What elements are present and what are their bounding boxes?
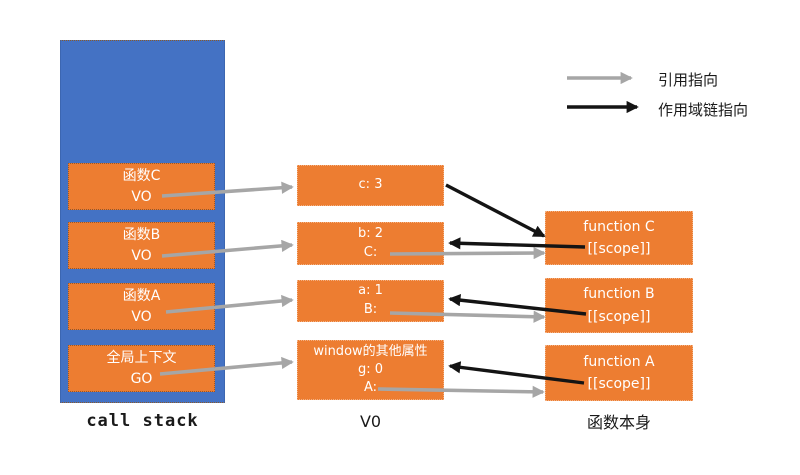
vo-box-a: a: 1 B: [297, 280, 444, 322]
function-name: function A [583, 353, 655, 370]
stack-frame-global-context: 全局上下文 GO [68, 345, 215, 392]
vo-line: A: [363, 380, 378, 396]
function-box-b: function B [[scope]] [545, 278, 693, 333]
legend-reference-label: 引用指向 [658, 71, 719, 89]
call-stack-label: call stack [86, 411, 199, 431]
call-stack-container [60, 40, 225, 403]
function-box-c: function C [[scope]] [545, 211, 693, 265]
function-name: function B [583, 286, 655, 303]
vo-box-c: c: 3 [297, 165, 444, 206]
stack-frame-function-a: 函数A VO [68, 283, 215, 330]
frame-title: 函数A [122, 288, 161, 305]
function-name: function C [583, 218, 655, 235]
vo-line: c: 3 [358, 177, 383, 193]
vo-column-label: V0 [359, 412, 382, 431]
function-scope: [[scope]] [587, 241, 651, 257]
frame-subtitle: VO [131, 247, 152, 264]
functions-column-label: 函数本身 [586, 413, 651, 432]
scope-arrow-vo-c-to-function-c [445, 183, 546, 238]
function-box-a: function A [[scope]] [545, 345, 693, 401]
stack-frame-function-c: 函数C VO [68, 163, 215, 210]
frame-subtitle: VO [131, 188, 152, 205]
legend-scope-chain-label: 作用域链指向 [658, 101, 749, 119]
vo-box-b: b: 2 C: [297, 222, 444, 265]
frame-title: 函数C [122, 168, 161, 185]
vo-line: g: 0 [357, 361, 384, 377]
vo-line: B: [363, 302, 378, 317]
vo-line: C: [363, 244, 378, 260]
frame-title: 函数B [122, 227, 161, 244]
function-scope: [[scope]] [587, 376, 651, 392]
vo-line: window的其他属性 [313, 343, 428, 359]
function-scope: [[scope]] [587, 308, 651, 325]
frame-subtitle: VO [131, 308, 152, 325]
frame-title: 全局上下文 [106, 350, 177, 367]
stack-frame-function-b: 函数B VO [68, 222, 215, 269]
vo-line: a: 1 [358, 283, 383, 299]
vo-box-global: window的其他属性 g: 0 A: [297, 340, 444, 400]
vo-line: b: 2 [357, 225, 384, 241]
frame-subtitle: GO [130, 370, 153, 387]
